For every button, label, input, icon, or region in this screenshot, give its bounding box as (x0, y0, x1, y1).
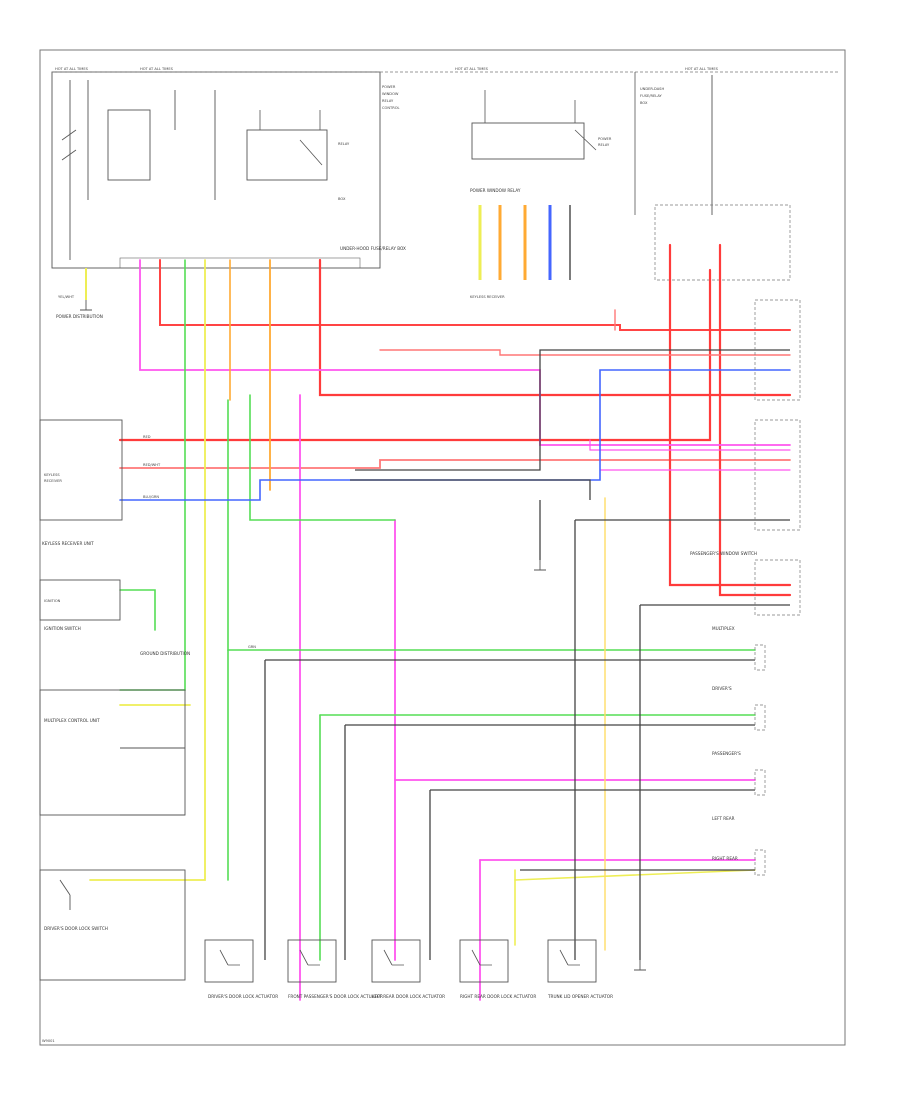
orange-wire-harness (229, 259, 271, 491)
left-rear-actuator-label: LEFT REAR DOOR LOCK ACTUATOR (372, 994, 445, 999)
actuator-left-rear: LEFT REAR DOOR LOCK ACTUATOR (371, 939, 445, 999)
actuator-right-rear: RIGHT REAR DOOR LOCK ACTUATOR (459, 939, 536, 999)
power-window-relay-box: HOT AT ALL TIMES POWER RELAY POWER WINDO… (380, 67, 630, 193)
connector-row (119, 257, 361, 269)
ignition-switch-box: IGNITION IGNITION SWITCH (39, 579, 121, 631)
door-lock-switch-label: DRIVER'S DOOR LOCK SWITCH (44, 926, 108, 931)
underhood-fuse-box: HOT AT ALL TIMES HOT AT ALL TIMES RELAY … (51, 67, 406, 269)
right-rear-actuator-label: RIGHT REAR DOOR LOCK ACTUATOR (460, 994, 536, 999)
underhood-box-label: UNDER-HOOD FUSE/RELAY BOX (340, 246, 406, 251)
passengers-window-label: PASSENGER'S WINDOW SWITCH (690, 551, 757, 556)
svg-text:IGNITION: IGNITION (44, 599, 61, 603)
svg-text:LEFT REAR: LEFT REAR (712, 816, 735, 821)
svg-text:POWER: POWER (598, 137, 612, 141)
pink-wire-harness (139, 259, 791, 1001)
svg-text:MULTIPLEX: MULTIPLEX (712, 626, 735, 631)
hot-all-times-label-2: HOT AT ALL TIMES (140, 67, 174, 71)
svg-text:RELAY: RELAY (338, 142, 350, 146)
wire-tag-red: RED (143, 435, 151, 439)
footer-code: W9001 (42, 1039, 55, 1043)
red-wire-harness: RED RED/WHT (118, 243, 792, 597)
svg-text:CONTROL: CONTROL (382, 106, 400, 110)
svg-text:BOX: BOX (338, 197, 346, 201)
multiplex-control-label: MULTIPLEX CONTROL UNIT (44, 718, 100, 723)
multiplex-control-box: MULTIPLEX CONTROL UNIT (39, 689, 186, 816)
center-connector: KEYLESS RECEIVER (470, 205, 571, 299)
ground-distribution-label: GROUND DISTRIBUTION (140, 651, 190, 656)
green-wire-harness: GRN (119, 259, 756, 961)
ground-distribution: GROUND DISTRIBUTION (140, 651, 190, 656)
driver-door-actuator-label: DRIVER'S DOOR LOCK ACTUATOR (208, 994, 278, 999)
front-passenger-actuator-label: FRONT PASSENGER'S DOOR LOCK ACTUATOR (288, 994, 383, 999)
wire-tag-red-wht: RED/WHT (143, 463, 161, 467)
trunk-actuator-label: TRUNK LID OPENER ACTUATOR (547, 994, 613, 999)
top-right-feed: HOT AT ALL TIMES UNDER-DASH FUSE/RELAY B… (630, 67, 840, 281)
ignition-switch-label: IGNITION SWITCH (44, 626, 81, 631)
drivers-window-switch-label: KEYLESS RECEIVER UNIT (42, 541, 94, 546)
svg-text:UNDER-DASH: UNDER-DASH (640, 87, 664, 91)
hot-all-times-label-4: HOT AT ALL TIMES (685, 67, 719, 71)
hot-all-times-label-3: HOT AT ALL TIMES (455, 67, 489, 71)
ground-symbols (80, 300, 646, 971)
svg-text:KEYLESS: KEYLESS (44, 473, 60, 477)
svg-text:KEYLESS RECEIVER: KEYLESS RECEIVER (470, 295, 505, 299)
hot-all-times-label-1: HOT AT ALL TIMES (55, 67, 89, 71)
svg-text:RECEIVER: RECEIVER (44, 479, 62, 483)
svg-text:RELAY: RELAY (598, 143, 610, 147)
svg-text:RIGHT REAR: RIGHT REAR (712, 856, 738, 861)
wire-tag-grn: GRN (248, 645, 256, 649)
svg-text:YEL/WHT: YEL/WHT (58, 295, 75, 299)
actuator-driver-door: DRIVER'S DOOR LOCK ACTUATOR (204, 939, 278, 999)
black-wire-harness (264, 349, 790, 960)
svg-text:PASSENGER'S: PASSENGER'S (712, 751, 741, 756)
actuator-trunk: TRUNK LID OPENER ACTUATOR (547, 939, 613, 999)
svg-text:BOX: BOX (640, 101, 648, 105)
svg-text:DRIVER'S: DRIVER'S (712, 686, 732, 691)
svg-text:FUSE/RELAY: FUSE/RELAY (640, 94, 662, 98)
driver-window-switch: KEYLESS RECEIVER KEYLESS RECEIVER UNIT (39, 419, 123, 546)
svg-text:RELAY: RELAY (382, 99, 394, 103)
door-lock-switch-box: DRIVER'S DOOR LOCK SWITCH (39, 869, 186, 981)
svg-text:POWER: POWER (382, 85, 396, 89)
yellow-wire-harness (89, 259, 756, 951)
power-distribution-label: POWER DISTRIBUTION (56, 314, 103, 319)
actuator-front-passenger: FRONT PASSENGER'S DOOR LOCK ACTUATOR (287, 939, 383, 999)
diagram-frame (39, 49, 846, 1046)
right-connector-stack: PASSENGER'S WINDOW SWITCH (690, 299, 801, 616)
wire-tag-blu-grn: BLU/GRN (143, 495, 159, 499)
svg-text:WINDOW: WINDOW (382, 92, 399, 96)
power-window-relay-label: POWER WINDOW RELAY (470, 188, 521, 193)
right-module-labels: MULTIPLEX DRIVER'S PASSENGER'S LEFT REAR… (712, 626, 766, 876)
